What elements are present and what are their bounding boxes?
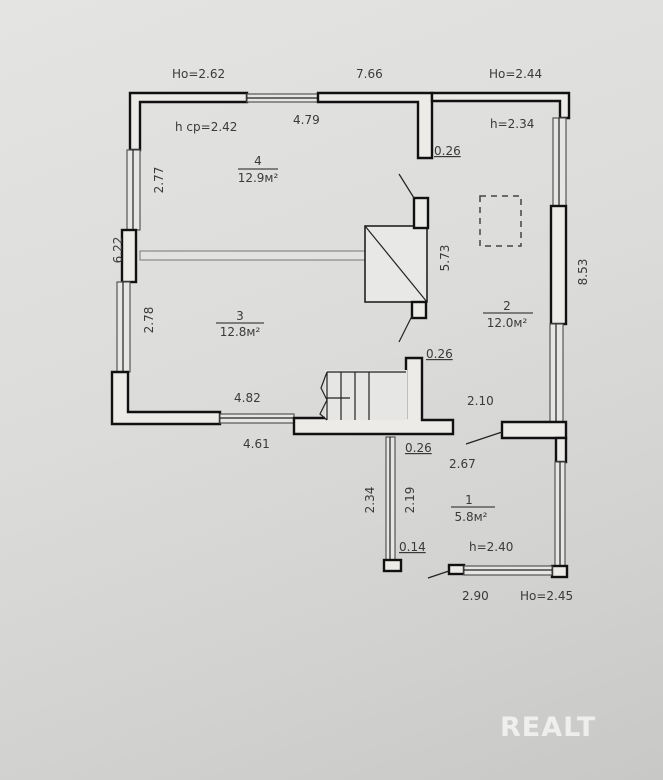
dim-wall-thickness-mid: 0.26 bbox=[426, 347, 453, 361]
dim-room1-bottom: 2.90 bbox=[462, 589, 489, 603]
dim-bottom-inner: 4.82 bbox=[234, 391, 261, 405]
staircase bbox=[319, 370, 407, 421]
dim-wall-thickness-bottom: 0.26 bbox=[405, 441, 432, 455]
door-swing-lower bbox=[398, 315, 413, 343]
height-room1: h=2.40 bbox=[469, 540, 513, 554]
dim-top-inner: 4.79 bbox=[293, 113, 320, 127]
wall-pier-upper bbox=[412, 196, 430, 230]
dim-left-lower: 2.78 bbox=[142, 307, 156, 334]
dim-wall-thickness-room1: 0.14 bbox=[399, 540, 426, 554]
dim-room1-left-inner: 2.19 bbox=[403, 487, 417, 514]
dim-room1-left-outer: 2.34 bbox=[363, 487, 377, 514]
door-swing-room1 bbox=[465, 431, 503, 445]
room-number-3: 3 bbox=[236, 309, 244, 323]
attic-hatch bbox=[479, 195, 522, 247]
watermark-logo: REALT bbox=[500, 712, 597, 743]
dim-room2-lower: 2.10 bbox=[467, 394, 494, 408]
dim-wall-thickness-top: 0.26 bbox=[434, 144, 461, 158]
height-ho-top-left: Ho=2.62 bbox=[172, 67, 225, 81]
wall-room1-right-top bbox=[554, 436, 568, 464]
wall-pier-lower bbox=[410, 300, 428, 320]
wall-room1-corner-right bbox=[550, 564, 569, 579]
stove-diagonal bbox=[364, 225, 428, 303]
dim-left-upper: 2.77 bbox=[152, 167, 166, 194]
dim-right-overall: 8.53 bbox=[576, 259, 590, 286]
wall-room1-bottom-stub bbox=[447, 563, 466, 576]
room-area-4: 12.9м² bbox=[238, 171, 279, 185]
room-number-2: 2 bbox=[503, 299, 511, 313]
height-avg-room4: h ср=2.42 bbox=[175, 120, 237, 134]
dim-partition-vertical: 5.73 bbox=[438, 245, 452, 272]
partition-3-4 bbox=[139, 250, 367, 261]
room-number-1: 1 bbox=[465, 493, 473, 507]
room-number-4: 4 bbox=[254, 154, 262, 168]
door-swing-entrance bbox=[427, 570, 450, 579]
dim-room1-top: 2.67 bbox=[449, 457, 476, 471]
room-label-2: 2 12.0м² bbox=[483, 299, 533, 330]
room-label-3: 3 12.8м² bbox=[216, 309, 264, 339]
room-label-1: 1 5.8м² bbox=[451, 493, 495, 524]
wall-top-right bbox=[430, 91, 571, 120]
height-ho-top-right: Ho=2.44 bbox=[489, 67, 542, 81]
wall-bottom-left bbox=[110, 370, 222, 426]
height-ho-bottom-right: Ho=2.45 bbox=[520, 589, 573, 603]
room-area-2: 12.0м² bbox=[487, 316, 528, 330]
height-room2: h=2.34 bbox=[490, 117, 534, 131]
dim-left-overall: 6.22 bbox=[111, 237, 125, 264]
wall-room1-corner-left bbox=[382, 558, 403, 573]
door-swing-upper bbox=[398, 173, 415, 199]
wall-top-middle bbox=[316, 91, 434, 160]
room-area-1: 5.8м² bbox=[455, 510, 488, 524]
wall-right-pier bbox=[549, 204, 568, 326]
wall-stub-room1 bbox=[500, 420, 568, 440]
room-label-4: 4 12.9м² bbox=[238, 154, 279, 185]
dim-top-overall: 7.66 bbox=[356, 67, 383, 81]
dim-bottom-outer: 4.61 bbox=[243, 437, 270, 451]
room-area-3: 12.8м² bbox=[220, 325, 261, 339]
